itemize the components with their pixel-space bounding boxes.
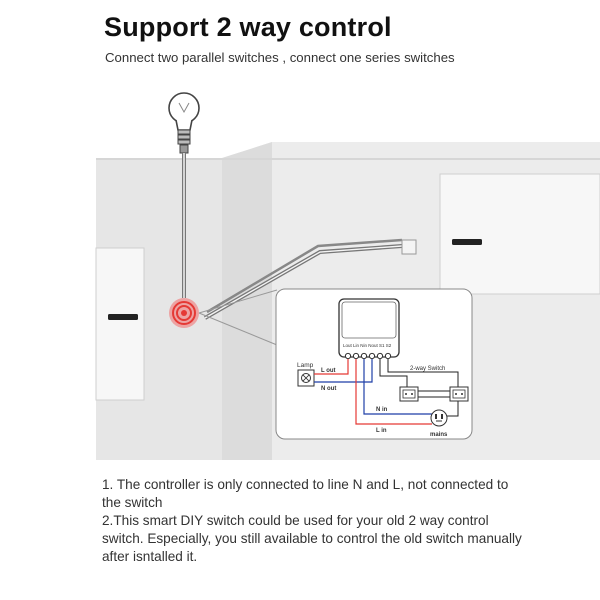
page-subtitle: Connect two parallel switches , connect … (105, 50, 455, 65)
n-out-wire (314, 359, 373, 383)
light-bulb-icon (168, 92, 200, 154)
lamp-icon (297, 369, 315, 387)
page-title: Support 2 way control (104, 12, 392, 42)
installation-illustration: Lout Lin Nin Nout S1 S2 Lamp L out N out… (95, 92, 600, 460)
left-door-handle (108, 314, 138, 320)
l-in-wire (355, 359, 432, 425)
wall-cables (204, 238, 403, 320)
right-door-handle (452, 239, 482, 245)
lamp-label: Lamp (297, 362, 314, 369)
note-2: 2.This smart DIY switch could be used fo… (102, 513, 522, 564)
l-out-wire (314, 359, 349, 375)
mains-plug-icon (430, 409, 448, 427)
n-out-label: N out (321, 386, 336, 392)
switch-to-mains-wire (446, 400, 459, 417)
n-in-label: N in (376, 407, 388, 413)
module-terminal-labels: Lout Lin Nin Nout S1 S2 (343, 343, 392, 348)
l-in-label: L in (376, 428, 387, 434)
s2-wire (387, 359, 459, 388)
left-door (95, 247, 145, 401)
two-way-switch-2 (449, 386, 469, 402)
two-way-switch-1 (399, 386, 419, 402)
n-in-wire (363, 359, 432, 415)
module-location-indicator (169, 298, 199, 328)
notes-section: 1. The controller is only connected to l… (102, 476, 522, 566)
l-out-label: L out (321, 368, 336, 374)
s1-wire (379, 359, 408, 388)
wall-corner-shade (222, 142, 272, 460)
mains-label: mains (430, 432, 448, 438)
two-way-switch-label: 2-way Switch (410, 366, 445, 372)
right-door (439, 173, 600, 295)
switch-box (401, 239, 417, 255)
traveler-wires (418, 390, 452, 398)
smart-switch-module: Lout Lin Nin Nout S1 S2 (338, 298, 400, 360)
note-1: 1. The controller is only connected to l… (102, 477, 509, 510)
wiring-inset (275, 288, 473, 440)
